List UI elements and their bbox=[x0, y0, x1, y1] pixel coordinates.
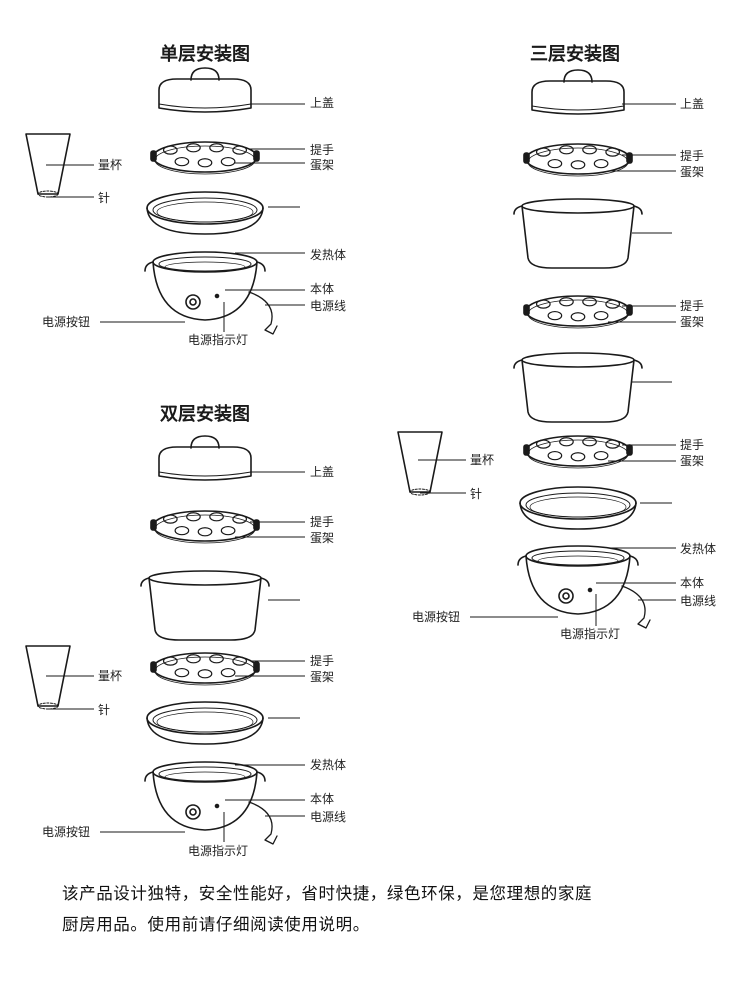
triple-egg-rack-1 bbox=[523, 143, 633, 177]
double-heating-element-label: 发热体 bbox=[310, 758, 347, 772]
triple-needle-label: 针 bbox=[470, 487, 483, 501]
double-handle-2-label: 提手 bbox=[310, 654, 335, 668]
double-egg-rack-2-label: 蛋架 bbox=[310, 670, 335, 684]
triple-egg-rack-3 bbox=[523, 435, 633, 469]
single-egg-rack bbox=[150, 141, 260, 175]
triple-egg-rack-2-label: 蛋架 bbox=[680, 315, 705, 329]
triple-bowl-2 bbox=[513, 352, 643, 423]
triple-bowl-1 bbox=[513, 198, 643, 269]
double-handle-1-label: 提手 bbox=[310, 515, 335, 529]
triple-measuring-cup-label: 量杯 bbox=[470, 453, 495, 467]
single-lid-label: 上盖 bbox=[310, 96, 335, 110]
triple-egg-rack-3-label: 蛋架 bbox=[680, 454, 705, 468]
triple-handle-1-label: 提手 bbox=[680, 149, 705, 163]
single-layer-title: 单层安装图 bbox=[160, 44, 250, 65]
double-steam-tray bbox=[146, 701, 264, 745]
double-egg-rack-bottom bbox=[150, 652, 260, 686]
triple-steam-tray bbox=[519, 486, 637, 530]
triple-lid-label: 上盖 bbox=[680, 97, 705, 111]
product-description-line-2: 厨房用品。使用前请仔细阅读使用说明。 bbox=[62, 915, 370, 934]
single-measuring-cup-label: 量杯 bbox=[98, 158, 123, 172]
double-measuring-cup bbox=[25, 645, 71, 710]
triple-layer-title: 三层安装图 bbox=[530, 44, 620, 65]
double-measuring-cup-label: 量杯 bbox=[98, 669, 123, 683]
triple-egg-rack-1-label: 蛋架 bbox=[680, 165, 705, 179]
triple-handle-2-label: 提手 bbox=[680, 299, 705, 313]
single-power-indicator-label: 电源指示灯 bbox=[188, 333, 249, 347]
single-power-button-label: 电源按钮 bbox=[42, 315, 91, 329]
double-egg-rack-1-label: 蛋架 bbox=[310, 531, 335, 545]
triple-egg-rack-2 bbox=[523, 295, 633, 329]
double-egg-rack-top bbox=[150, 510, 260, 544]
double-base bbox=[144, 761, 278, 845]
triple-lid bbox=[531, 69, 625, 115]
single-steam-tray bbox=[146, 191, 264, 235]
product-description: 该产品设计独特，安全性能好，省时快捷，绿色环保，是您理想的家庭 厨房用品。使用前… bbox=[62, 878, 722, 940]
triple-measuring-cup bbox=[397, 431, 443, 496]
single-body-label: 本体 bbox=[310, 282, 335, 296]
triple-power-button-label: 电源按钮 bbox=[412, 610, 461, 624]
single-handle-label: 提手 bbox=[310, 143, 335, 157]
double-lid bbox=[158, 435, 252, 481]
double-power-indicator-label: 电源指示灯 bbox=[188, 844, 249, 858]
triple-power-cord-label: 电源线 bbox=[680, 594, 717, 608]
triple-body-label: 本体 bbox=[680, 576, 705, 590]
double-lid-label: 上盖 bbox=[310, 465, 335, 479]
single-egg-rack-label: 蛋架 bbox=[310, 158, 335, 172]
single-lid bbox=[158, 67, 252, 113]
double-body-label: 本体 bbox=[310, 792, 335, 806]
triple-power-indicator-label: 电源指示灯 bbox=[560, 627, 621, 641]
double-power-cord-label: 电源线 bbox=[310, 810, 347, 824]
triple-handle-3-label: 提手 bbox=[680, 438, 705, 452]
triple-base bbox=[517, 545, 651, 629]
double-power-button-label: 电源按钮 bbox=[42, 825, 91, 839]
double-needle-label: 针 bbox=[98, 703, 111, 717]
single-power-cord-label: 电源线 bbox=[310, 299, 347, 313]
single-base bbox=[144, 251, 278, 335]
single-heating-element-label: 发热体 bbox=[310, 248, 347, 262]
triple-heating-element-label: 发热体 bbox=[680, 542, 717, 556]
product-description-line-1: 该产品设计独特，安全性能好，省时快捷，绿色环保，是您理想的家庭 bbox=[62, 884, 593, 903]
double-bowl bbox=[140, 570, 270, 641]
double-layer-title: 双层安装图 bbox=[160, 404, 250, 425]
single-needle-label: 针 bbox=[98, 191, 111, 205]
